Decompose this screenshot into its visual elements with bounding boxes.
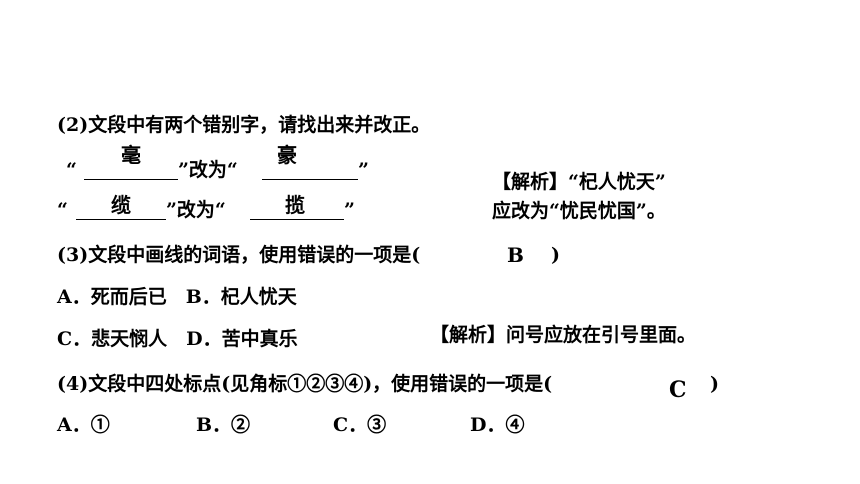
q2-pair1-close-quote: ” — [358, 159, 369, 181]
q4-answer: C — [669, 377, 687, 403]
q2-pair2-wrong-word: 缆 — [111, 193, 131, 217]
q3-options-row2: C．悲天悯人 D．苦中真乐 — [57, 328, 298, 350]
q2-pair1-wrong-blank — [84, 179, 178, 180]
q2-pair1-open-quote: “ — [66, 159, 77, 181]
q2-text: (2)文段中有两个错别字，请找出来并改正。 — [57, 114, 431, 136]
q2-pair2-correct-word: 揽 — [285, 193, 305, 217]
q2-pair2-wrong-blank — [76, 219, 166, 220]
q4-option-b: B．② — [196, 414, 251, 436]
q4-close-paren: ) — [710, 373, 719, 395]
q2-pair1-correct-word: 豪 — [277, 143, 297, 167]
q3-close-paren: ) — [551, 244, 560, 266]
q3-analysis: 【解析】问号应放在引号里面。 — [430, 324, 697, 346]
q2-pair2-change-to: ”改为“ — [166, 199, 226, 221]
q2-pair2-correct-blank — [250, 219, 344, 220]
q3-options-row1: A．死而后已 B．杞人忧天 — [57, 286, 297, 308]
q2-pair2-close-quote: ” — [344, 199, 355, 221]
q4-option-c: C．③ — [333, 414, 387, 436]
q2-analysis-line2: 应改为“忧民忧国”。 — [492, 200, 666, 222]
q2-pair1-correct-blank — [262, 179, 358, 180]
q4-option-a: A．① — [57, 414, 110, 436]
q2-pair2-open-quote: “ — [57, 199, 68, 221]
q2-analysis-line1: 【解析】“杞人忧天” — [492, 171, 666, 193]
q3-answer: B — [507, 243, 524, 267]
q3-text: (3)文段中画线的词语，使用错误的一项是( — [57, 244, 421, 266]
q4-option-d: D．④ — [470, 414, 525, 436]
q2-pair1-wrong-word: 毫 — [121, 143, 141, 167]
q4-text: (4)文段中四处标点(见角标①②③④)，使用错误的一项是( — [57, 373, 553, 395]
q2-pair1-change-to: ”改为“ — [178, 159, 238, 181]
